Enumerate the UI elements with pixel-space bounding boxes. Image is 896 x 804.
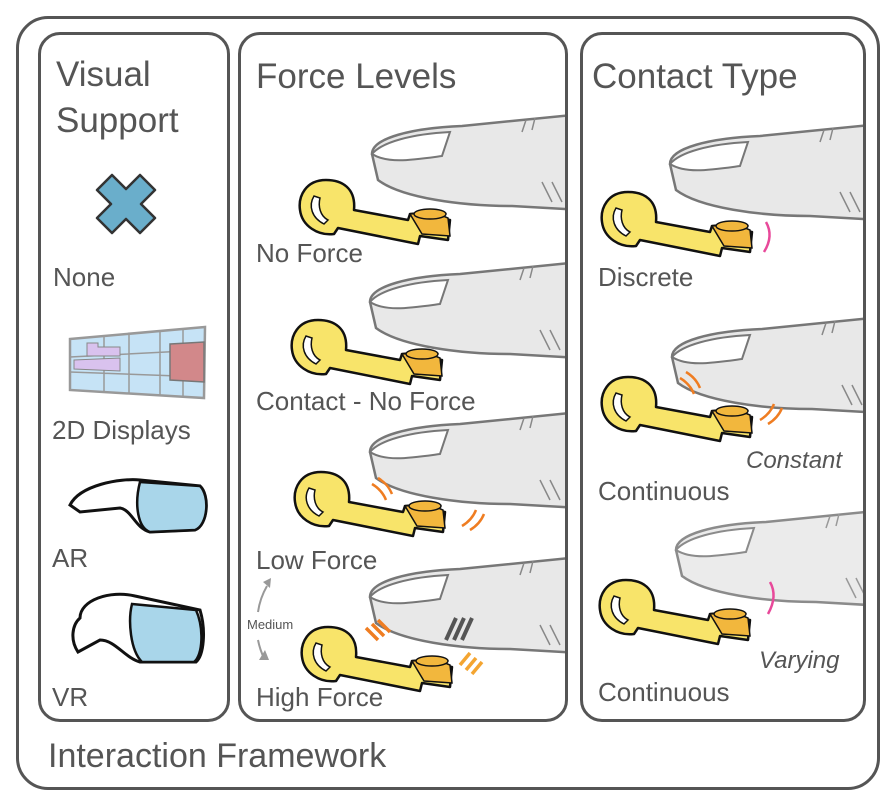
pressure-marks-high	[444, 617, 474, 641]
label-continuous-varying: Continuous	[598, 677, 730, 707]
finger-no-force	[370, 112, 565, 212]
visual-support-title-line1: Visual	[56, 55, 151, 94]
vibration-marks-low	[371, 476, 486, 532]
ar-headset-icon	[68, 478, 208, 534]
finger-continuous-constant	[670, 315, 863, 415]
label-no-force: No Force	[256, 238, 363, 268]
label-2d-displays: 2D Displays	[52, 415, 191, 445]
label-ar: AR	[52, 543, 89, 573]
label-discrete: Discrete	[598, 262, 694, 292]
label-continuous-constant: Continuous	[598, 476, 730, 506]
finger-discrete	[668, 122, 863, 222]
label-medium: Medium	[247, 617, 294, 632]
label-high-force: High Force	[256, 682, 384, 712]
finger-high-force	[368, 555, 565, 655]
pink-arrow-varying	[766, 581, 775, 615]
contact-type-title: Contact Type	[592, 57, 798, 96]
finger-low-force	[368, 410, 565, 510]
label-none: None	[53, 262, 116, 292]
vr-headset-icon	[71, 592, 205, 664]
x-icon	[95, 173, 157, 235]
note-constant: Constant	[746, 447, 843, 474]
note-varying: Varying	[759, 647, 840, 674]
finger-contact	[368, 260, 565, 360]
label-contact-no-force: Contact - No Force	[256, 386, 476, 416]
force-levels-title: Force Levels	[256, 57, 457, 96]
pink-arrow-discrete	[762, 221, 771, 253]
medium-arrows	[257, 578, 271, 660]
label-vr: VR	[52, 682, 89, 712]
finger-continuous-varying	[674, 508, 863, 608]
framework-title: Interaction Framework	[48, 737, 387, 775]
label-low-force: Low Force	[256, 545, 378, 575]
display-wall-icon	[68, 325, 207, 400]
visual-support-title-line2: Support	[56, 101, 179, 140]
